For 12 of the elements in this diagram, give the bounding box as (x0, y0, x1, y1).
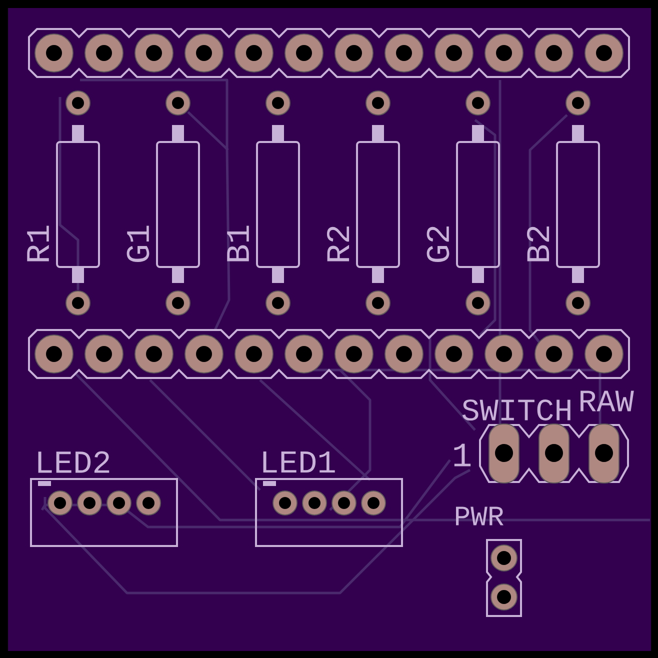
silkscreen-label: B1 (227, 226, 249, 262)
silkscreen-label: LED1 (263, 451, 335, 473)
silkscreen-label: R2 (326, 226, 350, 262)
silkscreen-label: B2 (526, 226, 550, 262)
silkscreen-label: R1 (27, 226, 49, 262)
silkscreen-label: SWITCH (462, 399, 570, 420)
silkscreen-label: G1 (126, 226, 150, 262)
silkscreen-label: RAW (580, 390, 634, 412)
silkscreen-label: G2 (426, 226, 450, 262)
silkscreen-label: PWR (456, 506, 504, 526)
silkscreen-label: LED2 (38, 451, 110, 473)
silkscreen-label: 1 (454, 444, 471, 466)
